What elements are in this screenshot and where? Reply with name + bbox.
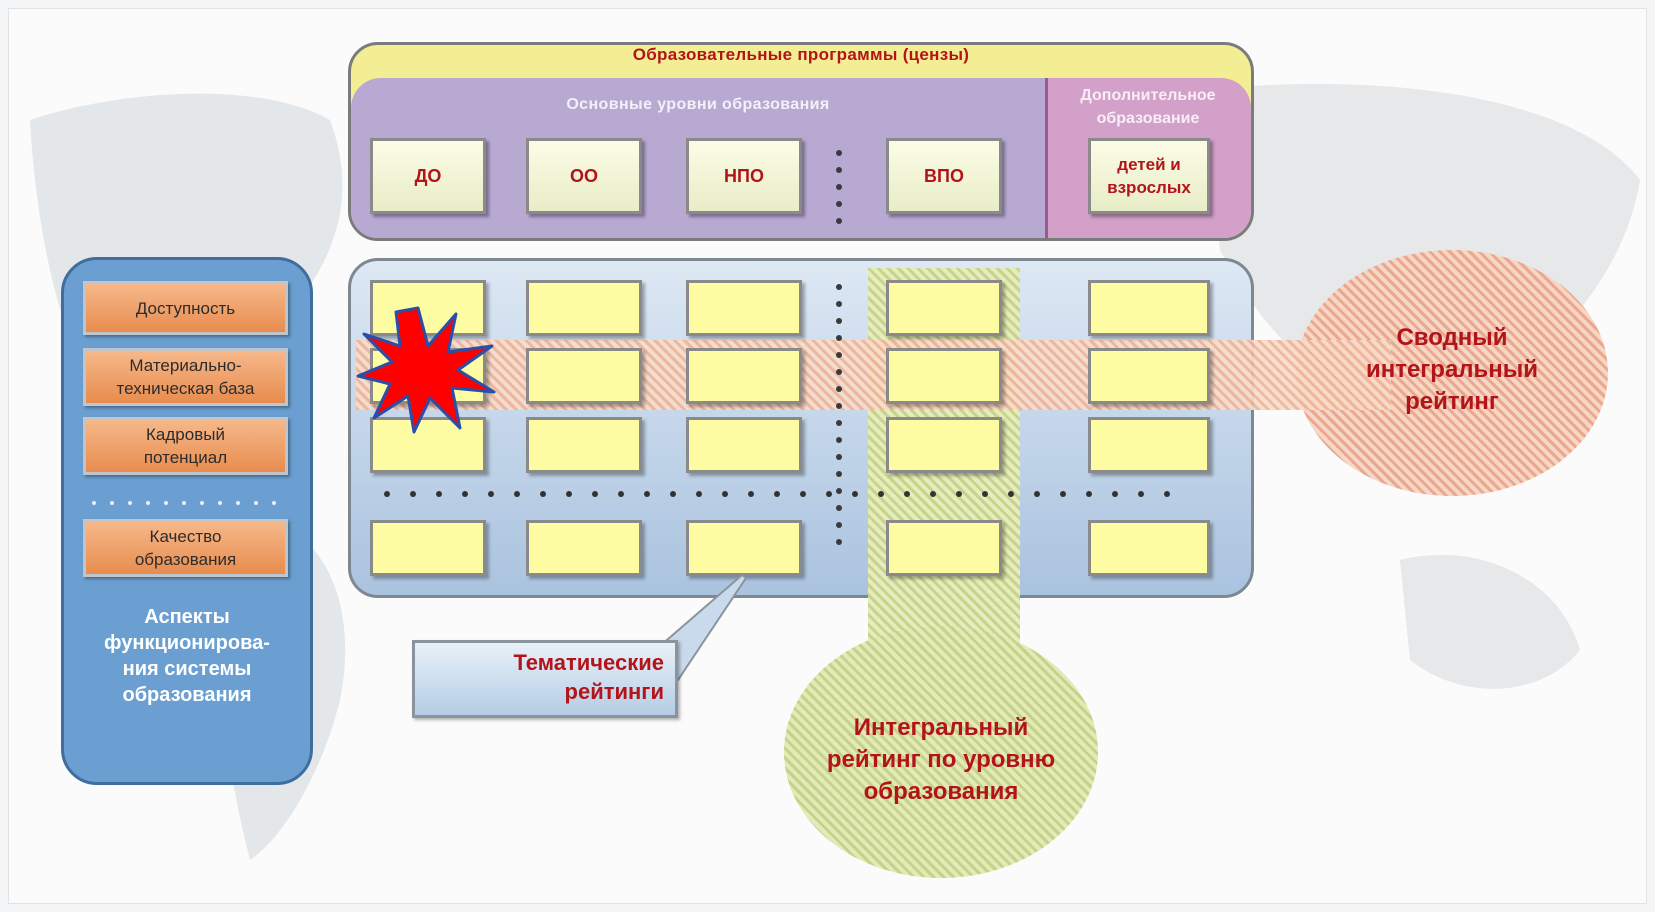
level-box-do: ДО <box>370 138 486 214</box>
matrix-column-ellipsis <box>836 284 842 556</box>
aspect-line: Доступность <box>135 298 236 318</box>
programs-title: Образовательные программы (цензы) <box>632 45 970 64</box>
separator-dot <box>462 491 468 497</box>
summary-rating-line: Сводный <box>1396 324 1508 351</box>
matrix-cell <box>686 417 802 473</box>
separator-dot <box>1112 491 1118 497</box>
separator-dot <box>1008 491 1014 497</box>
separator-dot <box>904 491 910 497</box>
separator-dot <box>852 491 858 497</box>
integral-rating-ellipse <box>784 626 1098 878</box>
matrix-cell <box>370 417 486 473</box>
matrix-cell <box>886 520 1002 576</box>
separator-dot <box>1086 491 1092 497</box>
aspects-ellipsis <box>92 492 290 510</box>
thematic-rating-line: Тематические <box>513 650 664 675</box>
summary-rating-line: интегральный <box>1365 356 1539 383</box>
aspect-accessibility: Доступность <box>83 281 288 335</box>
aspects-title-line: функционирова- <box>104 632 270 654</box>
thematic-rating-line: рейтинги <box>564 679 664 704</box>
level-ellipsis <box>836 150 842 235</box>
explosion-burst-icon <box>356 306 496 434</box>
extra-level-line: взрослых <box>1107 178 1191 197</box>
separator-dot <box>956 491 962 497</box>
aspects-title-line: Аспекты <box>144 606 230 628</box>
integral-rating-line: Интегральный <box>853 714 1029 741</box>
matrix-cell <box>886 417 1002 473</box>
separator-dot <box>618 491 624 497</box>
separator-dot <box>696 491 702 497</box>
separator-dot <box>1034 491 1040 497</box>
separator-dot <box>722 491 728 497</box>
separator-dot <box>436 491 442 497</box>
matrix-cell <box>370 280 486 336</box>
level-box-npo: НПО <box>686 138 802 214</box>
matrix-cell <box>1088 417 1210 473</box>
matrix-cell <box>686 520 802 576</box>
separator-dot <box>982 491 988 497</box>
matrix-cell <box>686 348 802 404</box>
separator-dot <box>826 491 832 497</box>
extra-title-line: образование <box>1096 110 1200 127</box>
aspect-line: Кадровый <box>146 425 225 444</box>
matrix-cell <box>526 348 642 404</box>
separator-dot <box>878 491 884 497</box>
summary-rating-line: рейтинг <box>1405 388 1499 415</box>
thematic-ratings-callout <box>412 640 678 718</box>
level-box-vpo: ВПО <box>886 138 1002 214</box>
matrix-cell <box>686 280 802 336</box>
main-levels-title: Основные уровни образования <box>566 96 830 113</box>
matrix-cell <box>1088 280 1210 336</box>
integral-rating-line: рейтинг по уровню <box>826 746 1056 773</box>
thematic-ratings-label: Тематические рейтинги <box>420 648 664 706</box>
separator-dot <box>748 491 754 497</box>
separator-dot <box>930 491 936 497</box>
separator-dot <box>774 491 780 497</box>
integral-rating-label: Интегральный рейтинг по уровню образован… <box>784 712 1098 808</box>
separator-dot <box>1164 491 1170 497</box>
level-box-extra: детей и взрослых <box>1088 138 1210 214</box>
aspect-line: потенциал <box>143 448 228 467</box>
matrix-cell <box>1088 520 1210 576</box>
separator-dot <box>644 491 650 497</box>
aspect-line: образования <box>134 550 237 569</box>
matrix-cell <box>1088 348 1210 404</box>
separator-dot <box>384 491 390 497</box>
matrix-cell <box>526 417 642 473</box>
aspects-title: Аспекты функционирова- ния системы образ… <box>61 604 313 708</box>
aspect-line: техническая база <box>116 379 255 398</box>
separator-dot <box>1138 491 1144 497</box>
aspects-title-line: образования <box>122 684 252 706</box>
separator-dot <box>488 491 494 497</box>
extra-education-title: Дополнительное образование <box>1045 84 1251 130</box>
extra-title-line: Дополнительное <box>1080 87 1216 104</box>
matrix-cell <box>886 348 1002 404</box>
separator-dot <box>800 491 806 497</box>
separator-dot <box>592 491 598 497</box>
matrix-cell <box>370 520 486 576</box>
aspects-title-line: ния системы <box>122 658 252 680</box>
separator-dot <box>1060 491 1066 497</box>
matrix-row-ellipsis <box>384 491 1184 497</box>
aspect-line: Материально- <box>129 356 242 375</box>
aspect-material-base: Материально-техническая база <box>83 348 288 406</box>
matrix-cell <box>886 280 1002 336</box>
separator-dot <box>410 491 416 497</box>
summary-rating-label: Сводный интегральный рейтинг <box>1296 322 1608 418</box>
level-box-oo: ОО <box>526 138 642 214</box>
aspect-education-quality: Качество образования <box>83 519 288 577</box>
aspect-row-band <box>356 340 1391 410</box>
separator-dot <box>514 491 520 497</box>
separator-dot <box>566 491 572 497</box>
aspect-line: Качество <box>149 527 222 546</box>
aspect-staff-potential: Кадровый потенциал <box>83 417 288 475</box>
extra-level-line: детей и <box>1117 155 1181 174</box>
matrix-cell <box>526 280 642 336</box>
separator-dot <box>540 491 546 497</box>
integral-rating-line: образования <box>863 778 1019 805</box>
separator-dot <box>670 491 676 497</box>
matrix-cell <box>526 520 642 576</box>
